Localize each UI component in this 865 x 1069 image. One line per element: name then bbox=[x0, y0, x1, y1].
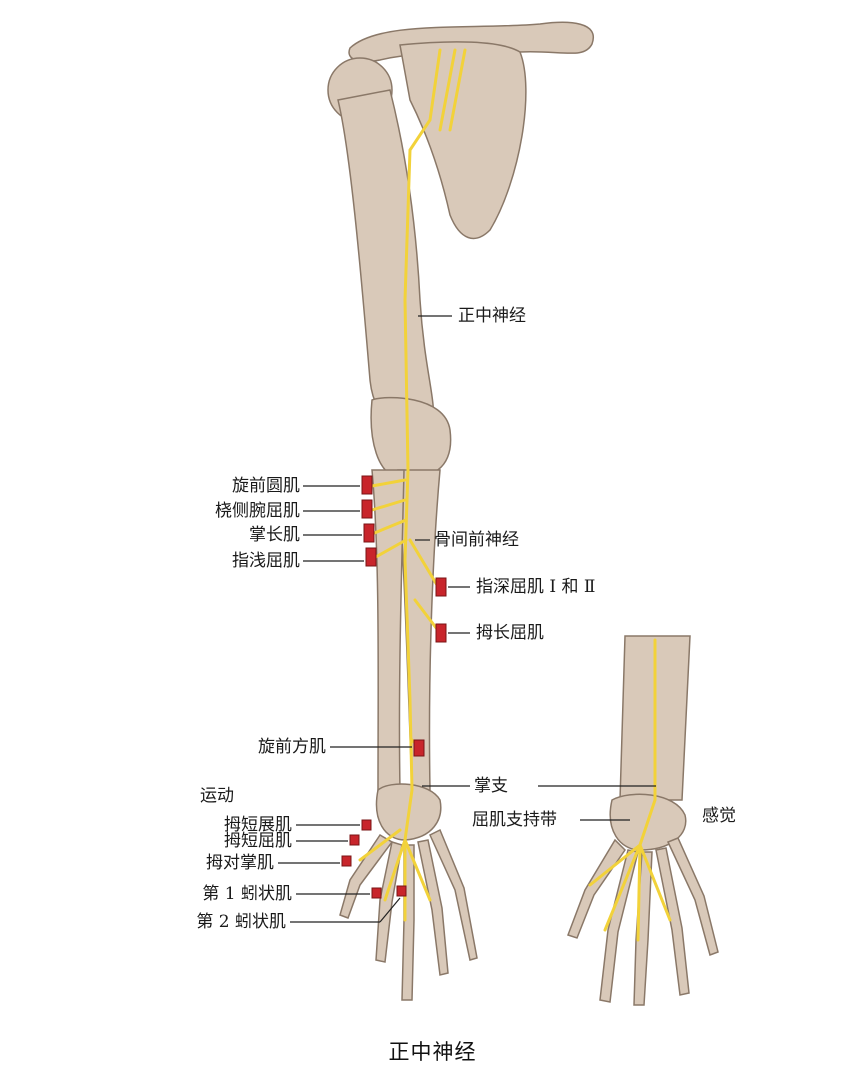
label-fdp: 指深屈肌 Ⅰ 和 Ⅱ bbox=[476, 577, 596, 597]
inset-little bbox=[666, 837, 719, 956]
label-palmaris-longus: 掌长肌 bbox=[249, 525, 300, 545]
label-fds: 指浅屈肌 bbox=[232, 551, 300, 571]
label-anterior-interosseous: 骨间前神经 bbox=[434, 530, 519, 550]
label-opponens: 拇对掌肌 bbox=[206, 853, 274, 873]
label-fpl: 拇长屈肌 bbox=[476, 623, 544, 643]
label-pronator-quadratus: 旋前方肌 bbox=[258, 737, 326, 757]
label-lumbrical1: 第 1 蚓状肌 bbox=[202, 884, 292, 904]
label-motor: 运动 bbox=[200, 786, 234, 806]
arm-skeleton bbox=[327, 21, 595, 1001]
lumbrical1-marker bbox=[371, 887, 382, 899]
elbow bbox=[370, 396, 452, 479]
label-pronator-teres: 旋前圆肌 bbox=[232, 476, 300, 496]
scapula bbox=[399, 41, 527, 240]
fpb-marker bbox=[349, 834, 360, 846]
label-median-nerve: 正中神经 bbox=[458, 306, 526, 326]
figure-caption: 正中神经 bbox=[388, 1040, 477, 1064]
label-sensory: 感觉 bbox=[702, 806, 736, 826]
opponens-marker bbox=[341, 855, 352, 867]
little-finger bbox=[429, 828, 478, 961]
ring-finger bbox=[417, 839, 449, 976]
muscle-markers bbox=[341, 475, 447, 899]
label-fpb: 拇短屈肌 bbox=[224, 831, 292, 851]
inset-ring bbox=[655, 847, 690, 996]
label-lumbrical2: 第 2 蚓状肌 bbox=[196, 912, 286, 932]
label-apb: 拇短展肌 bbox=[224, 815, 292, 835]
fpl-marker bbox=[435, 623, 447, 643]
pq-marker bbox=[413, 739, 425, 757]
pronator-teres-marker bbox=[361, 475, 373, 495]
inset-middle bbox=[633, 851, 653, 1006]
inset-thumb bbox=[567, 838, 626, 939]
fds-marker bbox=[365, 547, 377, 567]
label-palmar-branch: 掌支 bbox=[474, 776, 508, 796]
palmaris-marker bbox=[363, 523, 375, 543]
fdp-marker bbox=[435, 577, 447, 597]
fcr-marker bbox=[361, 499, 373, 519]
radius bbox=[371, 469, 405, 791]
leader-lines bbox=[278, 315, 656, 923]
median-nerve bbox=[358, 48, 672, 942]
label-flexor-carpi-radialis: 桡侧腕屈肌 bbox=[215, 501, 300, 521]
label-flexor-retinaculum: 屈肌支持带 bbox=[472, 810, 557, 830]
lumbrical2-marker bbox=[396, 885, 407, 897]
humerus bbox=[337, 89, 435, 426]
apb-marker bbox=[361, 819, 372, 831]
